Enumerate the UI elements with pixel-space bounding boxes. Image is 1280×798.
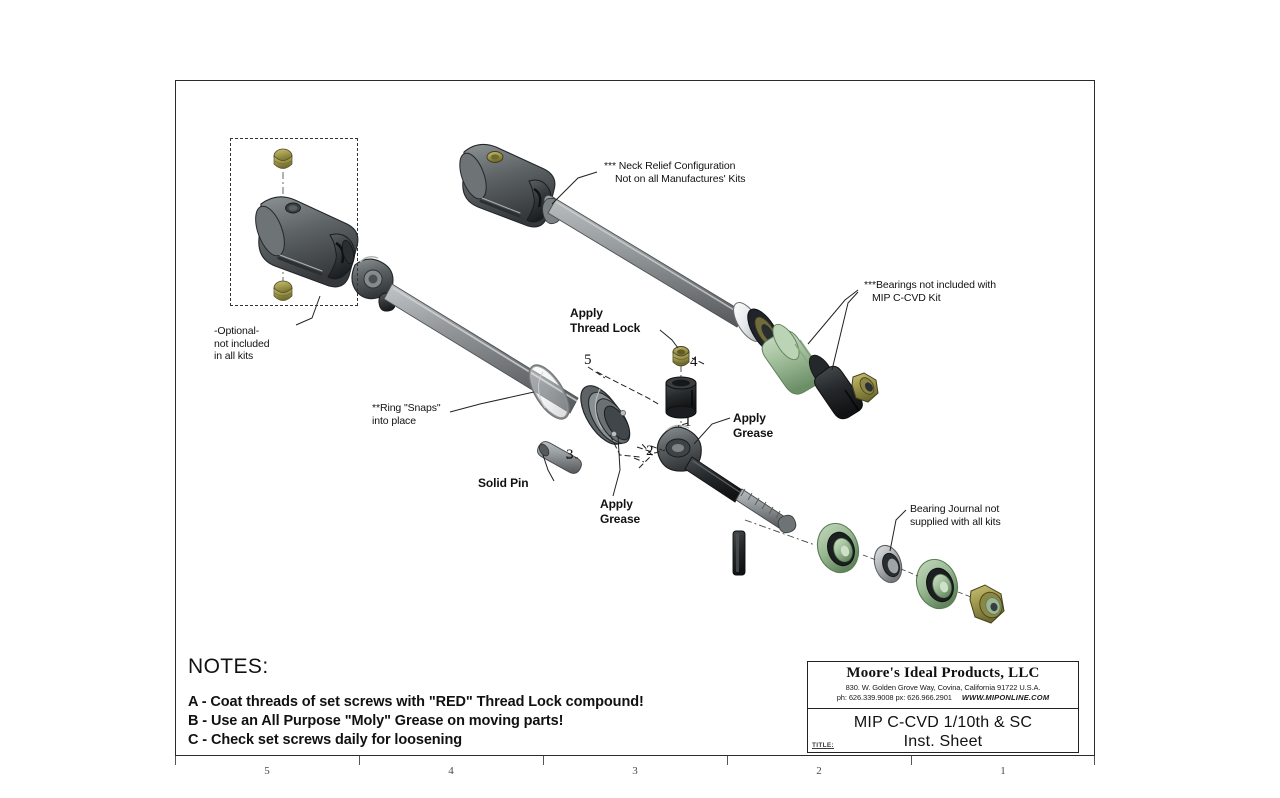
grease-upper-line1: Apply: [733, 411, 766, 425]
optional-note-line1: -Optional-: [214, 325, 260, 337]
ring-snaps-line2: into place: [372, 414, 416, 427]
zone-label-3: 3: [632, 765, 638, 777]
note-line-a: A - Coat threads of set screws with "RED…: [188, 693, 728, 712]
callout-1: 1: [684, 414, 692, 430]
journal-line2: supplied with all kits: [910, 515, 1001, 528]
title-block-company-section: Moore's Ideal Products, LLC 830. W. Gold…: [808, 662, 1078, 709]
optional-parts-box: [230, 138, 358, 306]
journal-line1: Bearing Journal not: [910, 503, 1000, 515]
note-line-b: B - Use an All Purpose "Moly" Grease on …: [188, 713, 564, 729]
bearings-not-included-note: ***Bearings not included with MIP C-CVD …: [864, 279, 996, 304]
bearings-note-line2: MIP C-CVD Kit: [872, 291, 941, 304]
title-field-label: TITLE:: [812, 742, 835, 749]
thread-lock-line1: Apply: [570, 306, 603, 320]
company-phone: ph: 626.339.9008 px: 626.966.2901: [836, 693, 952, 702]
callout-4: 4: [690, 354, 698, 370]
zone-label-1: 1: [1000, 765, 1006, 777]
ring-snaps-line1: **Ring "Snaps": [372, 402, 441, 414]
company-website: WWW.MIPONLINE.COM: [961, 693, 1050, 702]
grease-lower-line1: Apply: [600, 497, 633, 511]
note-a-red: "RED": [428, 694, 473, 710]
notes-heading: NOTES:: [188, 655, 269, 678]
optional-note: -Optional- not included in all kits: [214, 325, 270, 363]
optional-note-line2: not included: [214, 337, 270, 350]
callout-5: 5: [584, 352, 592, 368]
callout-2: 2: [646, 443, 654, 459]
title-block: Moore's Ideal Products, LLC 830. W. Gold…: [807, 661, 1079, 753]
zone-ruler: 5 4 3 2 1: [175, 756, 1095, 790]
note-a-prefix: A - Coat threads of set screws with: [188, 694, 429, 710]
optional-note-line3: in all kits: [214, 350, 254, 362]
zone-tick: [1094, 756, 1095, 765]
zone-label-2: 2: [816, 765, 822, 777]
apply-grease-note-upper: Apply Grease: [733, 411, 773, 440]
neck-relief-line2: Not on all Manufactures' Kits: [615, 172, 746, 185]
neck-relief-note: *** Neck Relief Configuration Not on all…: [604, 160, 746, 185]
sheet-title-line2: Inst. Sheet: [903, 733, 983, 750]
company-contact: ph: 626.339.9008 px: 626.966.2901 WWW.MIP…: [808, 693, 1078, 703]
note-line-c: C - Check set screws daily for loosening: [188, 732, 462, 748]
company-name: Moore's Ideal Products, LLC: [846, 665, 1040, 681]
apply-thread-lock-note: Apply Thread Lock: [570, 306, 640, 335]
zone-label-5: 5: [264, 765, 270, 777]
sheet-title-line1: MIP C-CVD 1/10th & SC: [853, 714, 1033, 731]
zone-tick: [359, 756, 360, 765]
zone-tick: [727, 756, 728, 765]
ring-snaps-note: **Ring "Snaps" into place: [372, 402, 441, 427]
grease-lower-line2: Grease: [600, 511, 641, 526]
grease-upper-line2: Grease: [733, 425, 774, 440]
zone-label-4: 4: [448, 765, 454, 777]
neck-relief-line1: *** Neck Relief Configuration: [604, 160, 736, 172]
zone-tick: [911, 756, 912, 765]
note-a-suffix: Thread Lock compound!: [472, 694, 644, 710]
bearing-journal-note: Bearing Journal not supplied with all ki…: [910, 503, 1001, 528]
bearings-note-line1: ***Bearings not included with: [864, 279, 996, 291]
solid-pin-label: Solid Pin: [478, 476, 529, 490]
callout-3: 3: [566, 447, 574, 463]
zone-tick: [543, 756, 544, 765]
thread-lock-line2: Thread Lock: [570, 320, 641, 335]
zone-tick: [175, 756, 176, 765]
drawing-frame-border: [175, 80, 1095, 756]
title-block-title-section: MIP C-CVD 1/10th & SC Inst. Sheet TITLE:: [808, 709, 1078, 752]
company-address: 830. W. Golden Grove Way, Covina, Califo…: [845, 683, 1041, 692]
notes-block: NOTES: A - Coat threads of set screws wi…: [188, 655, 728, 750]
apply-grease-note-lower: Apply Grease: [600, 497, 640, 526]
